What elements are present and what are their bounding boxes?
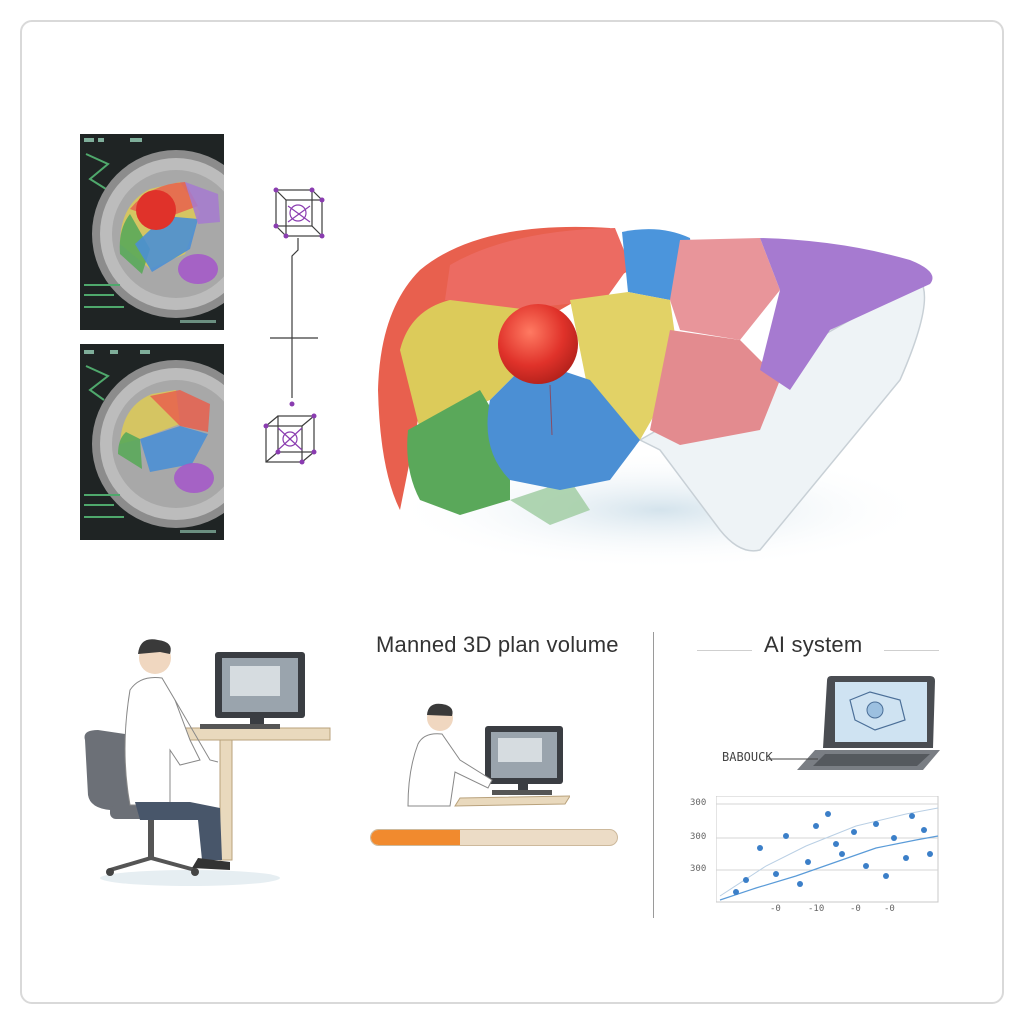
laptop-icon [797, 676, 940, 770]
liver-3d-segmentation [378, 226, 933, 570]
y-tick-label: 300 [690, 832, 707, 842]
ct-scan-segmented-top [80, 134, 224, 330]
ai-panel-title: AI system [764, 632, 863, 657]
planning-progress-bar [370, 829, 618, 846]
x-tick-label: -0 [850, 904, 861, 914]
chart-point [743, 877, 749, 883]
trend-line-secondary [719, 807, 939, 897]
chart-point [825, 811, 831, 817]
chart-point [797, 881, 803, 887]
segment-purple [760, 238, 933, 390]
chart-point [805, 859, 811, 865]
chart-point [903, 855, 909, 861]
x-tick-label: -10 [808, 904, 825, 914]
chart-point [927, 851, 933, 857]
chart-point [863, 863, 869, 869]
chart-point [733, 889, 739, 895]
progress-bar-fill [371, 830, 460, 845]
chart-point [839, 851, 845, 857]
segment-blue-center [487, 360, 640, 490]
laptop-label: BABOUCK [722, 750, 773, 764]
clinician-at-workstation-illustration [84, 639, 331, 886]
segment-red-top [445, 228, 630, 310]
chart-point [757, 845, 763, 851]
tumor-sphere [498, 304, 578, 384]
title-rule-left [697, 650, 752, 651]
cube-network-icon-bottom [265, 415, 315, 463]
x-tick-label: -0 [884, 904, 895, 914]
segment-green [407, 390, 510, 515]
chart-point [921, 827, 927, 833]
chart-point [883, 873, 889, 879]
y-tick-label: 300 [690, 864, 707, 874]
scatter-plot-area [716, 796, 939, 903]
chart-point [851, 829, 857, 835]
chart-point [813, 823, 819, 829]
segment-yellow [400, 300, 530, 430]
network-connector-diagram [263, 187, 325, 465]
x-tick-label: -0 [770, 904, 781, 914]
segment-pink-lower [650, 330, 780, 445]
y-tick-label: 300 [690, 798, 707, 808]
panel-divider [653, 632, 654, 918]
clinician-small-illustration [407, 703, 570, 807]
chart-point [773, 871, 779, 877]
segment-pink-top [670, 238, 780, 340]
laptop-label-pointer [768, 758, 818, 760]
title-rule-right [884, 650, 939, 651]
chart-point [909, 813, 915, 819]
trend-line [719, 835, 939, 901]
chart-point [891, 835, 897, 841]
segment-green-light [510, 480, 590, 525]
chart-point [873, 821, 879, 827]
connector-line [270, 238, 318, 398]
manual-panel-title: Manned 3D plan volume [376, 632, 619, 657]
cube-network-icon-top [275, 189, 323, 237]
chart-point [833, 841, 839, 847]
chart-point [783, 833, 789, 839]
ct-scan-segmented-bottom [80, 344, 224, 540]
ai-scatter-chart: 300 300 300 -0 -10 -0 -0 [690, 796, 942, 916]
liver-transparent-lobe [638, 279, 926, 552]
